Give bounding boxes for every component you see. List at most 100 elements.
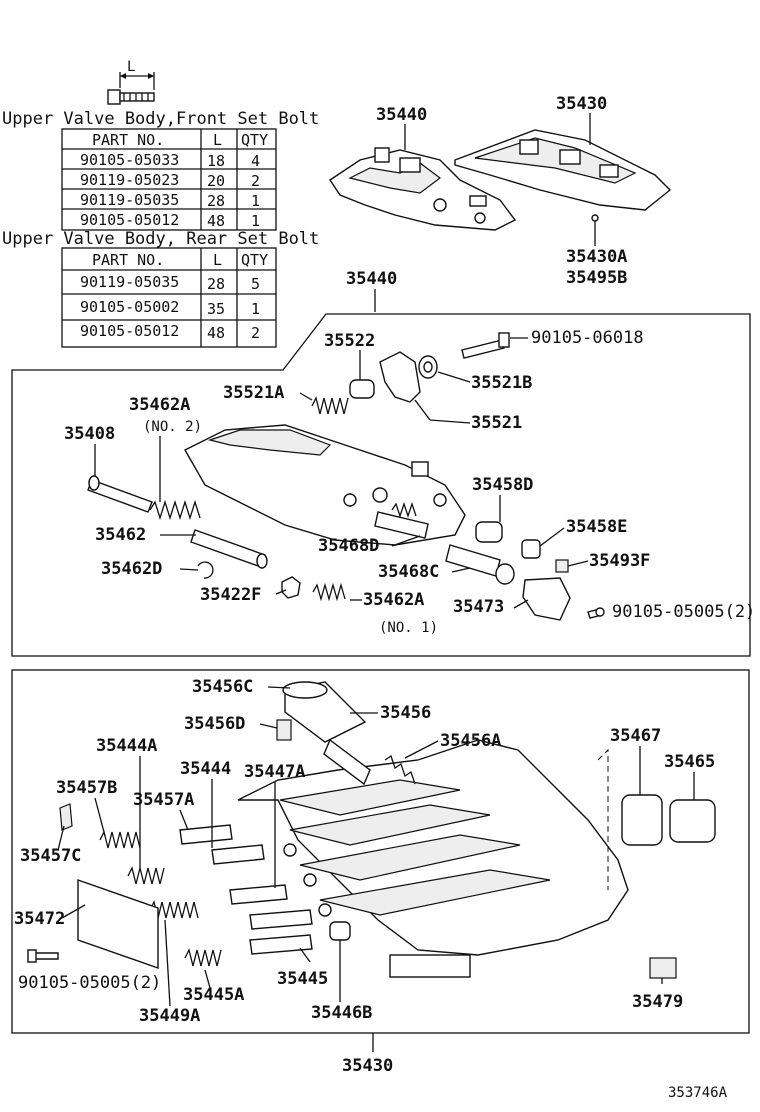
label-35473: 35473 xyxy=(453,597,504,617)
plug-35458E xyxy=(521,539,541,559)
label-35522: 35522 xyxy=(324,331,375,351)
sleeve-35458D xyxy=(475,521,503,543)
spring-35521A xyxy=(311,396,349,415)
valve-spool-35408 xyxy=(87,475,153,513)
valve-35445 xyxy=(249,909,313,955)
rear-row3-l: 48 xyxy=(207,324,225,342)
label-35493F: 35493F xyxy=(589,551,650,571)
plug-35446B xyxy=(329,921,351,941)
rear-row3-partno: 90105-05012 xyxy=(80,322,179,340)
label-35495B: 35495B xyxy=(566,268,627,288)
valve-35457A xyxy=(179,824,233,845)
front-header-l: L xyxy=(213,131,222,149)
valve-35456 xyxy=(323,738,371,786)
rear-bolt-table xyxy=(61,247,277,348)
rear-row1-l: 28 xyxy=(207,275,225,293)
block-35479 xyxy=(649,957,677,979)
front-bolt-table-title: Upper Valve Body,Front Set Bolt xyxy=(2,109,319,129)
front-row1-qty: 4 xyxy=(251,152,260,170)
label-35458E: 35458E xyxy=(566,517,627,537)
spring-35444A xyxy=(127,866,165,885)
label-35458D: 35458D xyxy=(472,475,533,495)
label-35430-group: 35430 xyxy=(342,1056,393,1076)
label-35430-top: 35430 xyxy=(556,94,607,114)
label-35468C: 35468C xyxy=(378,562,439,582)
label-35465: 35465 xyxy=(664,752,715,772)
label-no2: (NO. 2) xyxy=(143,419,202,435)
label-35521B: 35521B xyxy=(471,373,532,393)
lever-35521 xyxy=(379,351,421,403)
rear-row1-partno: 90119-05035 xyxy=(80,273,179,291)
label-35408: 35408 xyxy=(64,424,115,444)
label-35462: 35462 xyxy=(95,525,146,545)
label-90105-05005-lower: 90105-05005(2) xyxy=(18,973,161,993)
label-35521A: 35521A xyxy=(223,383,284,403)
label-35447A: 35447A xyxy=(244,762,305,782)
front-row4-partno: 90105-05012 xyxy=(80,211,179,229)
label-35462A-no1: 35462A xyxy=(363,590,424,610)
spring-35445A xyxy=(184,948,222,967)
screw-90105-05005-lower xyxy=(27,949,59,963)
label-35430A: 35430A xyxy=(566,247,627,267)
rear-row2-qty: 1 xyxy=(251,300,260,318)
spring-35457B xyxy=(99,830,141,849)
lower-valve-body-assembly-drawing xyxy=(454,129,672,222)
valve-35456C xyxy=(282,681,367,743)
spring-35462A-no2 xyxy=(149,499,201,521)
label-35456: 35456 xyxy=(380,703,431,723)
label-35440-group: 35440 xyxy=(346,269,397,289)
bolt-icon xyxy=(107,72,155,105)
sleeve-35467 xyxy=(621,794,663,846)
label-35446B: 35446B xyxy=(311,1003,372,1023)
label-35521: 35521 xyxy=(471,413,522,433)
label-35462D: 35462D xyxy=(101,559,162,579)
label-35449A: 35449A xyxy=(139,1006,200,1026)
front-row2-partno: 90119-05023 xyxy=(80,171,179,189)
valve-35444 xyxy=(211,844,265,865)
rear-row3-qty: 2 xyxy=(251,324,260,342)
rear-row1-qty: 5 xyxy=(251,275,260,293)
label-90105-06018: 90105-06018 xyxy=(531,328,644,348)
label-35440-top: 35440 xyxy=(376,105,427,125)
retainer-35493F xyxy=(555,559,569,573)
rear-header-qty: QTY xyxy=(241,251,268,269)
cover-35473 xyxy=(522,577,571,621)
front-row4-l: 48 xyxy=(207,212,225,230)
spring-35456A xyxy=(384,754,416,785)
washer-35521B xyxy=(418,355,438,379)
label-35468D: 35468D xyxy=(318,536,379,556)
upper-valve-body-drawing xyxy=(184,424,466,546)
valve-35468C xyxy=(445,544,515,585)
valve-35447A xyxy=(229,884,288,905)
screw-90105-05005-upper xyxy=(587,607,605,619)
valve-35462 xyxy=(190,529,268,569)
front-header-partno: PART NO. xyxy=(92,131,164,149)
label-no1: (NO. 1) xyxy=(379,620,438,636)
spring-35457C xyxy=(59,803,73,831)
label-35445: 35445 xyxy=(277,969,328,989)
valve-35468D xyxy=(374,501,429,539)
label-35444A: 35444A xyxy=(96,736,157,756)
label-35444: 35444 xyxy=(180,759,231,779)
label-35422F: 35422F xyxy=(200,585,261,605)
label-35456C: 35456C xyxy=(192,677,253,697)
label-35445A: 35445A xyxy=(183,985,244,1005)
spring-35462A-no1 xyxy=(312,582,346,602)
label-35457C: 35457C xyxy=(20,846,81,866)
front-row1-partno: 90105-05033 xyxy=(80,151,179,169)
label-35457A: 35457A xyxy=(133,790,194,810)
label-35462A-no2: 35462A xyxy=(129,395,190,415)
assembly-dash-line xyxy=(597,748,609,890)
bolt-length-label: L xyxy=(127,59,135,75)
block-35456D xyxy=(276,719,292,741)
label-90105-05005-upper: 90105-05005(2) xyxy=(612,602,755,622)
front-row3-partno: 90119-05035 xyxy=(80,191,179,209)
rear-bolt-table-title: Upper Valve Body, Rear Set Bolt xyxy=(2,229,319,249)
front-row3-qty: 1 xyxy=(251,192,260,210)
label-35472: 35472 xyxy=(14,909,65,929)
upper-group-frame xyxy=(11,313,751,657)
stopper-35422F xyxy=(281,576,301,599)
front-row3-l: 28 xyxy=(207,192,225,210)
